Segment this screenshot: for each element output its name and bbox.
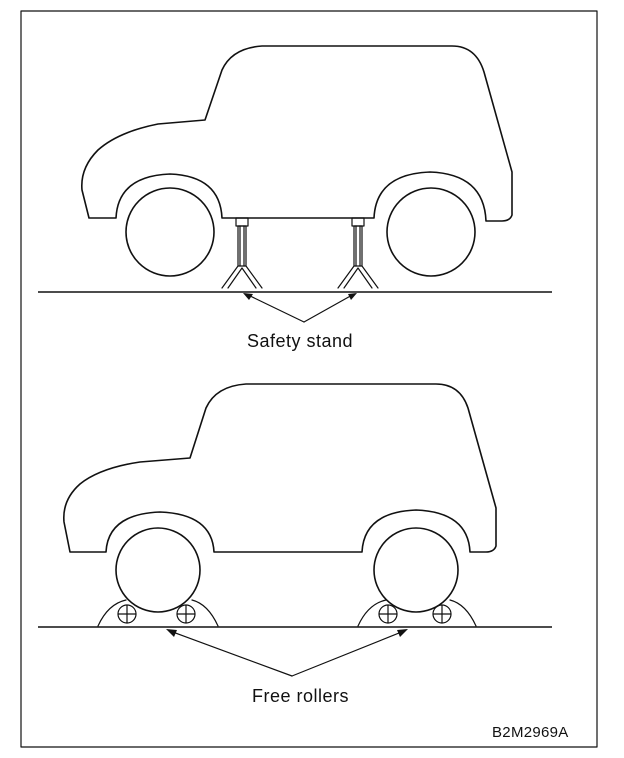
car-on-safety-stands: Safety stand	[38, 45, 552, 351]
arrowhead-rollers-left	[166, 629, 177, 637]
leader-safety-left	[245, 293, 305, 323]
label-safety-stand: Safety stand	[247, 331, 353, 351]
car-body-bottom	[63, 383, 497, 553]
car-on-free-rollers: Free rollers	[38, 383, 552, 706]
free-roller-2	[176, 604, 196, 624]
leader-rollers-left	[169, 630, 293, 677]
rear-wheel-bottom	[373, 527, 459, 613]
figure-code: B2M2969A	[492, 724, 569, 741]
safety-stand-left	[221, 217, 263, 289]
rear-wheel-top	[386, 187, 476, 277]
free-roller-4	[432, 604, 452, 624]
car-body-top	[81, 45, 513, 222]
leader-safety-right	[303, 293, 355, 323]
safety-stand-right	[337, 217, 379, 289]
front-wheel-top	[125, 187, 215, 277]
figure-frame	[20, 10, 598, 748]
arrowhead-safety-right	[348, 293, 357, 300]
roller-cradle-left	[97, 599, 219, 627]
arrowhead-rollers-right	[397, 629, 408, 637]
roller-cradle-right	[357, 599, 477, 627]
free-roller-1	[117, 604, 137, 624]
free-roller-3	[378, 604, 398, 624]
arrowhead-safety-left	[243, 293, 253, 300]
front-wheel-bottom	[115, 527, 201, 613]
label-free-rollers: Free rollers	[252, 686, 349, 706]
leader-rollers-right	[291, 630, 405, 677]
